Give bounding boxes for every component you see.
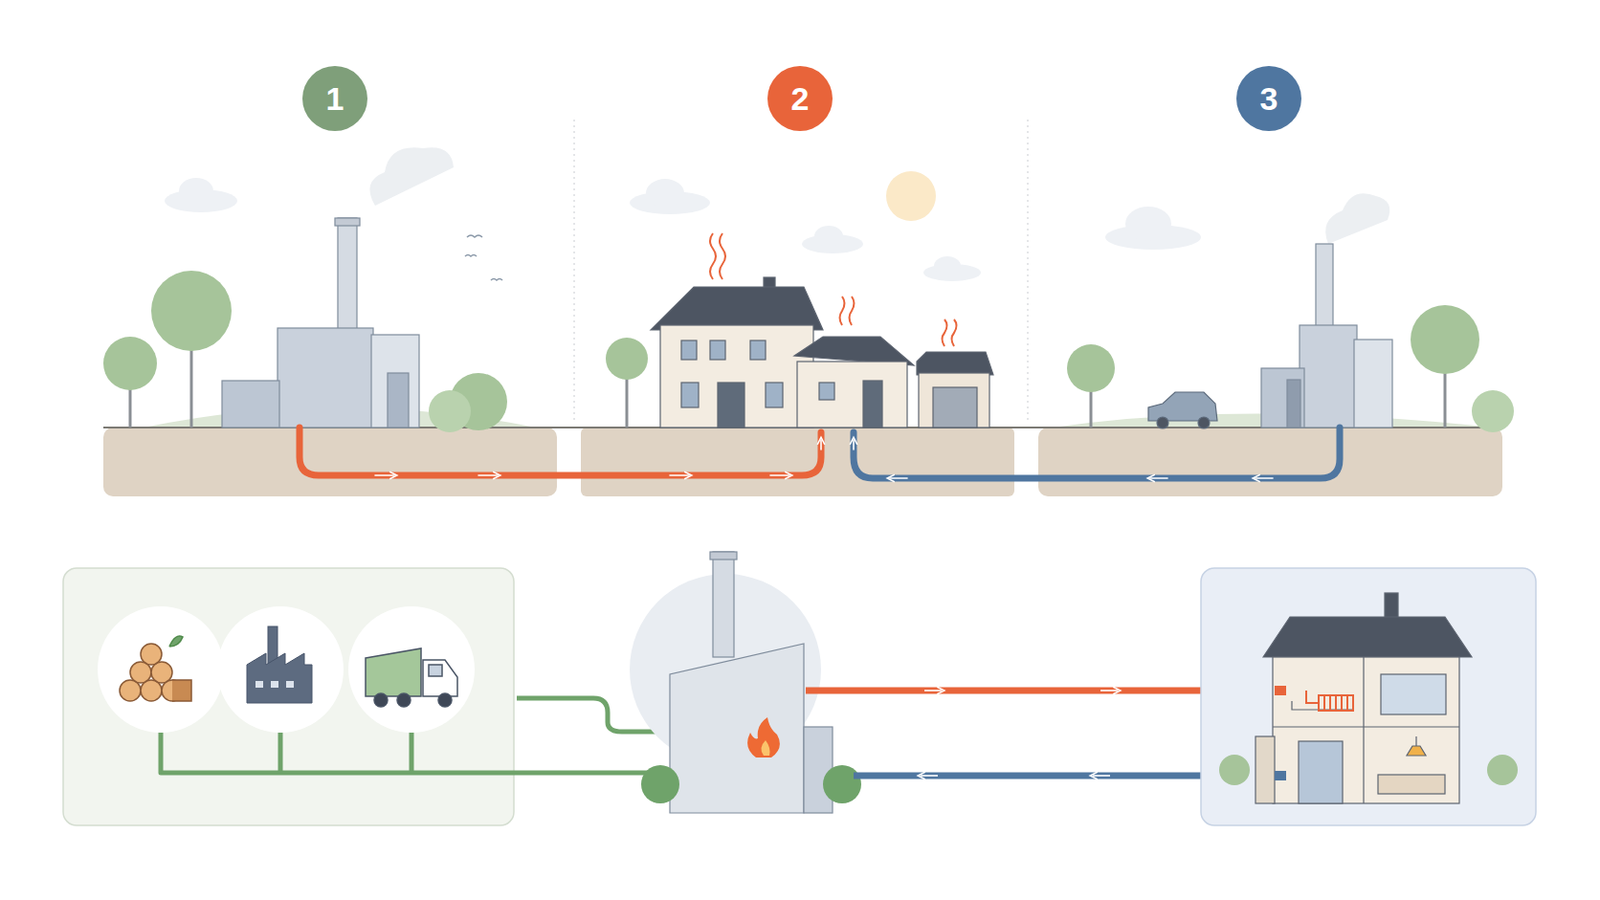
divider xyxy=(574,119,576,422)
callout-text: 3 xyxy=(1260,82,1279,115)
car xyxy=(1148,392,1218,429)
callout-number: 2 xyxy=(767,66,833,132)
callout-text: 2 xyxy=(791,82,810,115)
trees xyxy=(103,270,1514,433)
callout-number: 3 xyxy=(1236,66,1302,132)
home xyxy=(1219,593,1518,804)
birds xyxy=(465,235,503,281)
callout-number: 1 xyxy=(302,66,368,132)
heat-waves xyxy=(710,233,957,347)
power-plant xyxy=(222,147,454,428)
houses xyxy=(650,277,994,428)
return-end xyxy=(1274,771,1287,781)
fuel-circles xyxy=(97,606,475,734)
supply-end xyxy=(1274,686,1287,696)
callout-text: 1 xyxy=(326,82,345,115)
sun xyxy=(886,171,936,222)
truck-icon xyxy=(365,648,458,708)
central-plant xyxy=(641,552,862,814)
home-panel xyxy=(1200,568,1536,826)
divider xyxy=(1027,119,1029,422)
clouds xyxy=(164,177,1201,282)
fuel-panel xyxy=(63,568,514,826)
pipes xyxy=(299,427,1340,479)
logs-icon xyxy=(119,636,192,702)
heat-plant xyxy=(1261,193,1393,428)
factory-icon xyxy=(246,626,312,704)
